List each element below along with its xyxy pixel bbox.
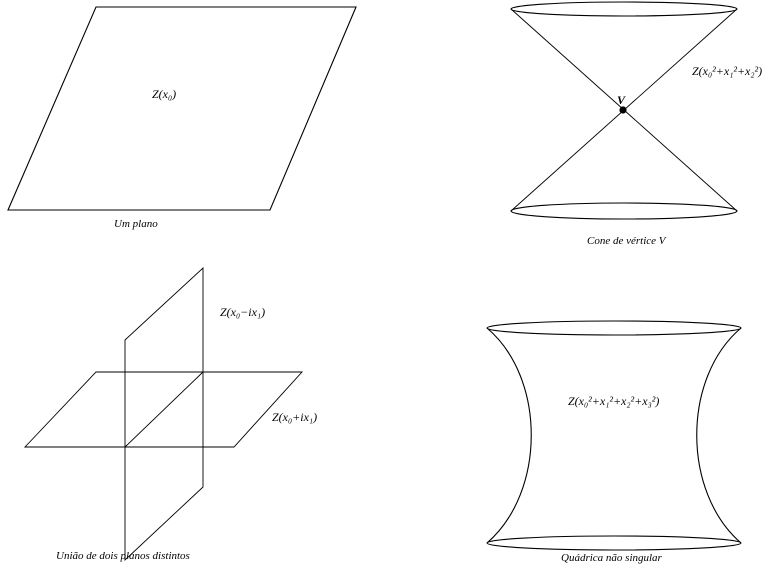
cone-label: Z(x₀²+x₁²+x₂²): [692, 64, 762, 78]
horizontal-plane-label: Z(x₀+ix₁): [272, 410, 317, 424]
quadric-left-profile: [486, 327, 532, 544]
cone-caption: Cone de vértice V: [587, 235, 667, 247]
plane-label: Z(x₀): [152, 87, 176, 101]
quadric-label: Z(x₀²+x₁²+x₂²+x₃²): [568, 394, 659, 408]
quadric-right-profile: [696, 327, 742, 544]
horizontal-plane: [23, 371, 304, 448]
cone-top-ellipse: [510, 1, 738, 17]
quadric-bottom-ellipse: [486, 535, 742, 551]
vertical-plane: [124, 266, 204, 562]
two-planes-panel: Z(x₀−ix₁) Z(x₀+ix₁) União de dois planos…: [23, 266, 317, 562]
plane-panel: Z(x₀) Um plano: [7, 6, 357, 230]
intersection-line: [124, 371, 204, 448]
two-planes-caption: União de dois planos distintos: [56, 550, 190, 562]
cone-vertex-point: [619, 106, 627, 114]
cone-panel: V Z(x₀²+x₁²+x₂²) Cone de vértice V: [510, 1, 762, 247]
quadric-panel: Z(x₀²+x₁²+x₂²+x₃²) Quádrica não singular: [486, 320, 742, 564]
quadric-caption: Quádrica não singular: [561, 552, 663, 564]
vertical-plane-label: Z(x₀−ix₁): [220, 305, 265, 319]
cone-vertex-label: V: [617, 93, 626, 107]
quadric-top-ellipse: [486, 320, 742, 336]
cone-bottom-ellipse: [510, 202, 738, 220]
plane-parallelogram: [7, 6, 357, 211]
plane-caption: Um plano: [114, 218, 158, 230]
